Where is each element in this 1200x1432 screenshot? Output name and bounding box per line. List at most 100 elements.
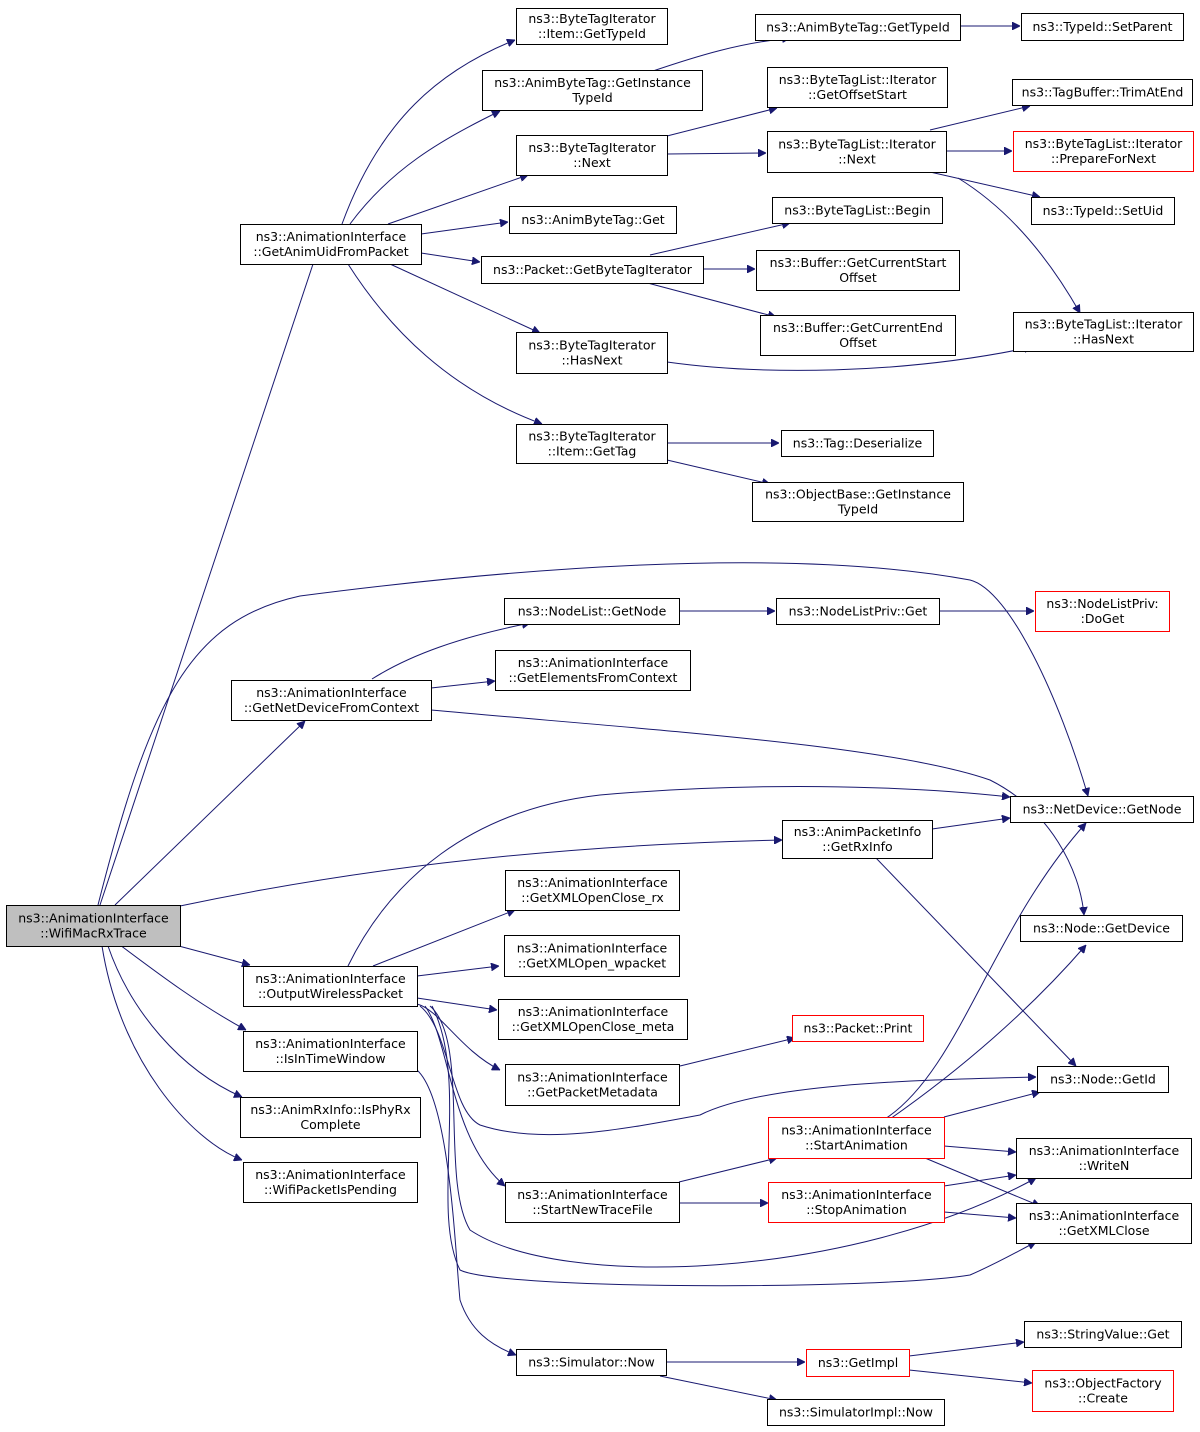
node-label: ns3::Node::GetDevice (1033, 921, 1170, 936)
node-label: ::IsInTimeWindow (275, 1051, 385, 1066)
node-box (495, 650, 691, 691)
node-box (243, 966, 418, 1007)
node-animbytetag-get[interactable]: ns3::AnimByteTag::Get (509, 206, 677, 234)
node-istimewindow[interactable]: ns3::AnimationInterface::IsInTimeWindow (243, 1031, 418, 1072)
node-getimpl[interactable]: ns3::GetImpl (806, 1349, 910, 1377)
node-box (231, 680, 432, 721)
node-typeid-setuid[interactable]: ns3::TypeId::SetUid (1031, 197, 1175, 225)
node-box (1021, 13, 1184, 41)
node-label: ::GetElementsFromContext (509, 670, 678, 685)
node-animbytetag-gettypeid[interactable]: ns3::AnimByteTag::GetTypeId (755, 14, 961, 41)
node-label: ::HasNext (561, 353, 622, 368)
node-label: ns3::Buffer::GetCurrentEnd (773, 320, 943, 335)
edge (430, 681, 495, 689)
node-btl-iter-getoffsetstart[interactable]: ns3::ByteTagList::Iterator::GetOffsetSta… (767, 67, 948, 108)
node-bti-item-gettypeid[interactable]: ns3::ByteTagIterator::Item::GetTypeId (516, 8, 668, 45)
node-box (1010, 796, 1194, 823)
node-getxmlclose[interactable]: ns3::AnimationInterface::GetXMLClose (1016, 1203, 1192, 1244)
node-label: ns3::Buffer::GetCurrentStart (770, 255, 947, 270)
node-box (767, 1399, 945, 1426)
node-simulatorimpl-now[interactable]: ns3::SimulatorImpl::Now (767, 1399, 945, 1426)
node-node-getid[interactable]: ns3::Node::GetId (1037, 1066, 1169, 1093)
node-simulator-now[interactable]: ns3::Simulator::Now (516, 1349, 667, 1376)
edge (431, 1005, 1036, 1287)
node-wifimacrxtrace[interactable]: ns3::AnimationInterface::WifiMacRxTrace (6, 905, 181, 947)
node-label: ::GetOffsetStart (808, 87, 907, 102)
node-objectfactory-create[interactable]: ns3::ObjectFactory::Create (1032, 1370, 1174, 1412)
node-packet-getbytetagiterator[interactable]: ns3::Packet::GetByteTagIterator (481, 256, 704, 284)
node-box (782, 820, 933, 859)
node-bti-hasnext[interactable]: ns3::ByteTagIterator::HasNext (516, 332, 668, 374)
edge (649, 223, 790, 256)
node-label: ::Create (1078, 1391, 1128, 1406)
node-box (776, 598, 940, 625)
node-box (1024, 1321, 1182, 1348)
node-getelementsfromcontext[interactable]: ns3::AnimationInterface::GetElementsFrom… (495, 650, 691, 691)
edge (372, 910, 515, 967)
node-tag-deserialize[interactable]: ns3::Tag::Deserialize (781, 430, 934, 457)
node-box (768, 1182, 945, 1223)
node-bti-item-gettag[interactable]: ns3::ByteTagIterator::Item::GetTag (516, 424, 668, 464)
node-bti-next[interactable]: ns3::ByteTagIterator::Next (516, 135, 668, 176)
node-btl-begin[interactable]: ns3::ByteTagList::Begin (772, 197, 943, 224)
node-box (767, 67, 948, 108)
node-box (516, 332, 668, 374)
node-nodelistpriv-doget[interactable]: ns3::NodeListPriv::DoGet (1035, 591, 1170, 632)
edge (929, 106, 1030, 131)
node-box (1016, 1138, 1192, 1179)
node-writen[interactable]: ns3::AnimationInterface::WriteN (1016, 1138, 1192, 1179)
edge (371, 623, 530, 680)
node-label: ::GetXMLOpenClose_rx (521, 890, 663, 905)
node-startanimation[interactable]: ns3::AnimationInterface::StartAnimation (768, 1117, 945, 1159)
node-box (1031, 197, 1175, 225)
edge (957, 177, 1080, 313)
node-label: ::WifiPacketIsPending (264, 1182, 397, 1197)
node-wifipacketispending[interactable]: ns3::AnimationInterface::WifiPacketIsPen… (243, 1162, 418, 1203)
node-getxmlopenclose-rx[interactable]: ns3::AnimationInterface::GetXMLOpenClose… (505, 870, 680, 911)
node-label: ns3::AnimationInterface (256, 229, 407, 244)
edge (659, 1375, 777, 1400)
node-box (516, 424, 668, 464)
node-label: ::HasNext (1073, 332, 1134, 347)
node-label: ns3::TypeId::SetUid (1043, 203, 1164, 218)
edge (666, 459, 770, 484)
node-nodelistpriv-get[interactable]: ns3::NodeListPriv::Get (776, 598, 940, 625)
node-label: ns3::AnimationInterface (255, 1036, 406, 1051)
node-stringvalue-get[interactable]: ns3::StringValue::Get (1024, 1321, 1182, 1348)
node-getnetdevicefromcontext[interactable]: ns3::AnimationInterface::GetNetDeviceFro… (231, 680, 432, 721)
node-nodelist-getnode[interactable]: ns3::NodeList::GetNode (504, 598, 680, 625)
edges (97, 26, 1088, 1400)
node-getxmlopen-wpacket[interactable]: ns3::AnimationInterface::GetXMLOpen_wpac… (504, 935, 680, 977)
node-btl-iter-hasnext[interactable]: ns3::ByteTagList::Iterator::HasNext (1013, 312, 1194, 352)
node-label: ns3::ByteTagIterator (528, 11, 656, 26)
node-btl-iter-next[interactable]: ns3::ByteTagList::Iterator::Next (767, 131, 947, 173)
node-getxmlopenclose-meta[interactable]: ns3::AnimationInterface::GetXMLOpenClose… (498, 999, 688, 1040)
node-netdevice-getnode[interactable]: ns3::NetDevice::GetNode (1010, 796, 1194, 823)
node-node-getdevice[interactable]: ns3::Node::GetDevice (1020, 915, 1183, 942)
node-label: ns3::ByteTagIterator (528, 429, 656, 444)
edge (424, 1005, 505, 1186)
node-startnewtracefile[interactable]: ns3::AnimationInterface::StartNewTraceFi… (505, 1182, 680, 1223)
node-packet-print[interactable]: ns3::Packet::Print (792, 1015, 924, 1042)
node-label: ::Next (573, 155, 611, 170)
node-label: ::GetXMLClose (1058, 1223, 1149, 1238)
node-btl-iter-prepareforNext[interactable]: ns3::ByteTagList::Iterator::PrepareForNe… (1013, 131, 1194, 172)
node-stopanimation[interactable]: ns3::AnimationInterface::StopAnimation (768, 1182, 945, 1223)
edge (679, 1038, 795, 1067)
node-tagbuffer-trimatend[interactable]: ns3::TagBuffer::TrimAtEnd (1012, 79, 1193, 106)
node-box (498, 999, 688, 1040)
node-label: Offset (839, 270, 877, 285)
node-getpacketmetadata[interactable]: ns3::AnimationInterface::GetPacketMetada… (505, 1064, 680, 1106)
node-label: ns3::ByteTagList::Iterator (779, 72, 937, 87)
node-animpacketinfo-getrxinfo[interactable]: ns3::AnimPacketInfo::GetRxInfo (782, 820, 933, 859)
node-getanimuid[interactable]: ns3::AnimationInterface::GetAnimUidFromP… (240, 224, 422, 265)
node-label: ::GetXMLOpenClose_meta (512, 1019, 675, 1034)
node-outputwirelesspacket[interactable]: ns3::AnimationInterface::OutputWirelessP… (243, 966, 418, 1007)
node-box (1012, 79, 1193, 106)
node-typeid-setparent[interactable]: ns3::TypeId::SetParent (1021, 13, 1184, 41)
